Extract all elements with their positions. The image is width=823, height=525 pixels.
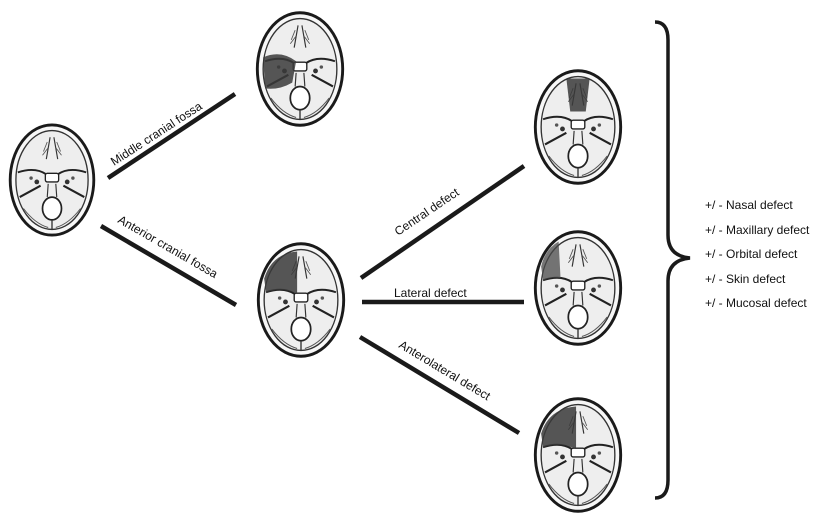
associated-defects-list: +/ - Nasal defect +/ - Maxillary defect … — [705, 197, 809, 320]
connector-anterior-fossa — [99, 224, 238, 307]
defect-item-mucosal: +/ - Mucosal defect — [705, 296, 807, 310]
defect-item-skin: +/ - Skin defect — [705, 271, 786, 286]
anterior-fossa-shading — [264, 251, 298, 295]
skull-middle-fossa-illustration — [255, 11, 345, 127]
label-anterolateral-defect: Anterolateral defect — [396, 338, 493, 404]
defect-item-maxillary: +/ - Maxillary defect — [705, 222, 810, 237]
defect-item-orbital: +/ - Orbital defect — [705, 247, 798, 261]
connector-anterolateral-defect — [358, 335, 521, 435]
label-anterior-cranial-fossa: Anterior cranial fossa — [116, 212, 221, 281]
connector-middle-fossa — [106, 92, 237, 180]
skull-anterior-fossa-illustration — [256, 242, 346, 358]
label-middle-cranial-fossa: Middle cranial fossa — [108, 99, 205, 169]
skull-anterolateral-defect-illustration — [533, 397, 623, 513]
skull-lateral-defect-illustration — [533, 230, 623, 346]
right-curly-brace — [654, 20, 691, 500]
defect-item-nasal: +/ - Nasal defect — [705, 198, 793, 212]
central-defect-shading — [566, 78, 590, 112]
lateral-defect-shading — [541, 241, 561, 281]
middle-fossa-shading — [263, 54, 297, 89]
connector-central-defect — [359, 164, 526, 280]
skull-root-illustration — [8, 123, 96, 237]
anterolateral-defect-shading — [541, 406, 577, 450]
label-lateral-defect: Lateral defect — [394, 286, 467, 300]
skull-central-defect-illustration — [533, 69, 623, 185]
